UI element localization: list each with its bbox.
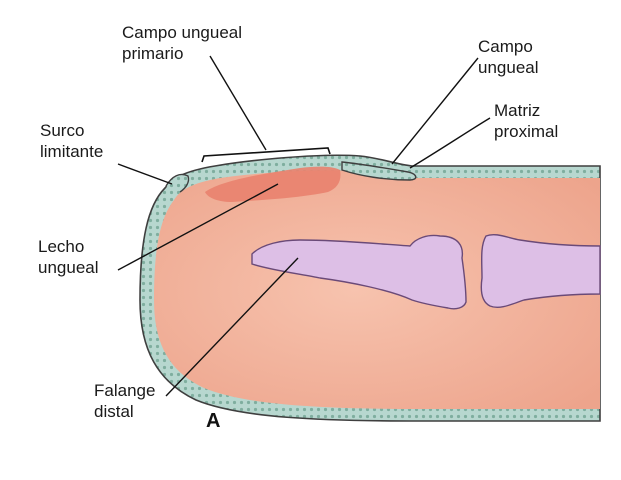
label-campo-ungueal-primario: Campo ungueal primario xyxy=(122,22,242,64)
proximal-matrix-fold xyxy=(341,161,417,181)
leader-lecho-ungueal xyxy=(117,183,279,271)
leader-campo-primario xyxy=(209,55,267,151)
label-line: Campo xyxy=(478,37,533,56)
primary-nail-field xyxy=(205,166,341,202)
panel-letter: A xyxy=(206,410,221,432)
leader-surco-limitante xyxy=(117,163,173,185)
label-line: Falange xyxy=(94,381,156,400)
label-line: proximal xyxy=(494,122,559,141)
label-line: Lecho xyxy=(38,237,85,256)
label-line: Campo ungueal xyxy=(122,23,243,42)
leader-lines xyxy=(117,55,491,397)
label-line: primario xyxy=(122,44,184,63)
label-campo-ungueal: Campo ungueal xyxy=(478,36,539,78)
distal-phalanx-bone xyxy=(251,234,467,310)
label-line: ungueal xyxy=(478,58,539,77)
leader-campo-ungueal xyxy=(391,57,479,165)
nail-field-bracket xyxy=(201,147,331,163)
label-matriz-proximal: Matriz proximal xyxy=(494,100,558,142)
leader-matriz-proximal xyxy=(409,117,491,169)
label-lecho-ungueal: Lecho ungueal xyxy=(38,236,99,278)
label-line: Surco xyxy=(40,121,85,140)
leader-falange-distal xyxy=(165,257,299,397)
label-line: Matriz xyxy=(494,101,541,120)
label-line: distal xyxy=(94,402,134,421)
label-line: limitante xyxy=(40,142,104,161)
distal-groove-notch xyxy=(165,173,190,193)
label-line: ungueal xyxy=(38,258,99,277)
label-surco-limitante: Surco limitante xyxy=(40,120,103,162)
finger-dermis xyxy=(154,170,600,409)
middle-phalanx-bone xyxy=(480,233,601,309)
label-falange-distal: Falange distal xyxy=(94,380,155,422)
